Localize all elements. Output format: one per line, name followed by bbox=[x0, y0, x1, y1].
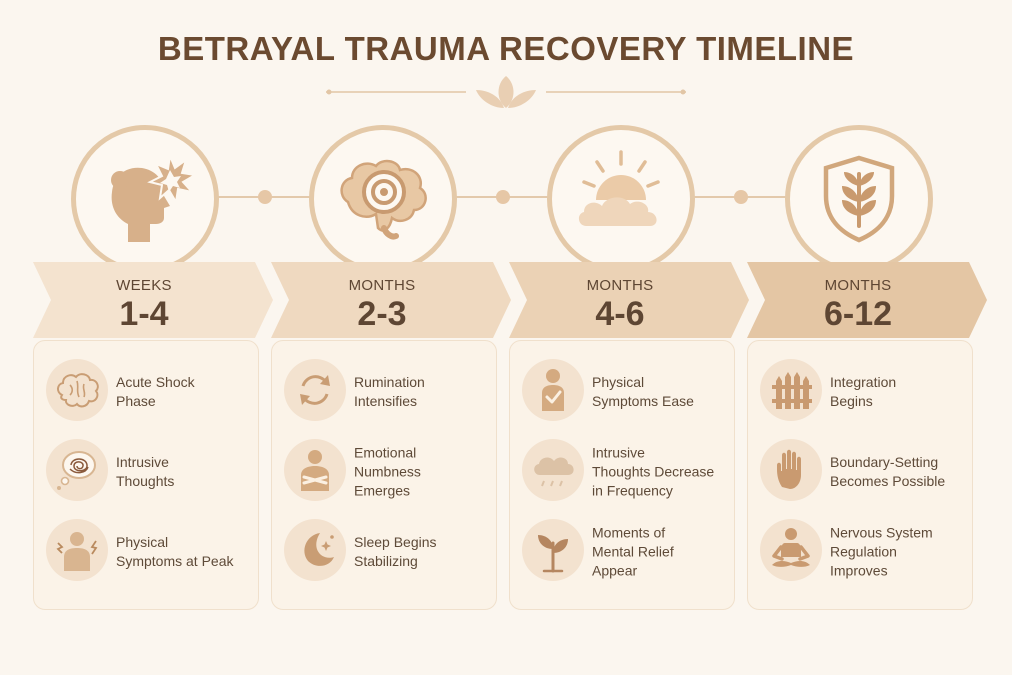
list-item: Intrusive Thoughts Decrease in Frequency bbox=[520, 437, 732, 507]
brain-icon bbox=[46, 359, 108, 421]
item-label: Intrusive Thoughts bbox=[116, 454, 175, 489]
list-item: Emotional Numbness Emerges bbox=[282, 437, 494, 507]
stage-unit: MONTHS bbox=[824, 277, 892, 294]
item-label: Physical Symptoms at Peak bbox=[116, 534, 234, 569]
leaf-ornament-divider bbox=[326, 76, 686, 108]
item-label: Moments of Mental Relief Appear bbox=[592, 524, 674, 579]
stage-2-card: Rumination Intensifies Emotional Numbnes… bbox=[271, 340, 497, 610]
stage-3-circle bbox=[547, 125, 695, 273]
moon-stars-icon bbox=[284, 519, 346, 581]
rain-cloud-icon bbox=[522, 439, 584, 501]
stage-2-circle bbox=[309, 125, 457, 273]
item-label: Nervous System Regulation Improves bbox=[830, 524, 933, 579]
timeline-node bbox=[734, 190, 748, 204]
page-title: BETRAYAL TRAUMA RECOVERY TIMELINE bbox=[157, 30, 855, 67]
list-item: Physical Symptoms Ease bbox=[520, 357, 732, 427]
banner-shape bbox=[509, 262, 749, 338]
stage-range: 2-3 bbox=[357, 295, 407, 333]
list-item: Nervous System Regulation Improves bbox=[758, 517, 970, 587]
list-item: Integration Begins bbox=[758, 357, 970, 427]
sun-cloud-icon bbox=[578, 150, 660, 226]
cycle-arrows-icon bbox=[284, 359, 346, 421]
list-item: Rumination Intensifies bbox=[282, 357, 494, 427]
hand-stop-icon bbox=[760, 439, 822, 501]
stage-unit: MONTHS bbox=[586, 277, 654, 294]
stage-1-circle bbox=[71, 125, 219, 273]
stage-3-card: Physical Symptoms Ease Intrusive Thought… bbox=[509, 340, 735, 610]
list-item: Acute Shock Phase bbox=[44, 357, 256, 427]
item-label: Sleep Begins Stabilizing bbox=[354, 534, 437, 569]
banner-shape bbox=[33, 262, 273, 338]
list-item: Physical Symptoms at Peak bbox=[44, 517, 256, 587]
list-item: Boundary-Setting Becomes Possible bbox=[758, 437, 970, 507]
item-label: Acute Shock Phase bbox=[116, 374, 195, 409]
list-item: Intrusive Thoughts bbox=[44, 437, 256, 507]
timeline-node bbox=[496, 190, 510, 204]
banner-shape bbox=[271, 262, 511, 338]
stage-1-banner: WEEKS 1-4 bbox=[33, 262, 273, 338]
person-check-icon bbox=[522, 359, 584, 421]
stage-range: 6-12 bbox=[823, 295, 893, 333]
stage-1-card: Acute Shock Phase Intrusive Thoughts Phy… bbox=[33, 340, 259, 610]
stage-range: 1-4 bbox=[119, 295, 169, 333]
stage-4-circle bbox=[785, 125, 933, 273]
stage-range: 4-6 bbox=[595, 295, 645, 333]
timeline-node bbox=[258, 190, 272, 204]
stage-4-banner: MONTHS 6-12 bbox=[747, 262, 987, 338]
crossed-arms-person-icon bbox=[284, 439, 346, 501]
thought-bubble-icon bbox=[46, 439, 108, 501]
fence-icon bbox=[760, 359, 822, 421]
stage-4-card: Integration Begins Boundary-Setting Beco… bbox=[747, 340, 973, 610]
meditation-icon bbox=[760, 519, 822, 581]
stage-unit: MONTHS bbox=[348, 277, 416, 294]
item-label: Integration Begins bbox=[830, 374, 897, 409]
stage-2-banner: MONTHS 2-3 bbox=[271, 262, 511, 338]
brain-target-icon bbox=[340, 159, 427, 240]
sprout-icon bbox=[522, 519, 584, 581]
item-label: Emotional Numbness Emerges bbox=[354, 444, 421, 499]
item-label: Physical Symptoms Ease bbox=[592, 374, 694, 409]
item-label: Boundary-Setting Becomes Possible bbox=[830, 454, 946, 489]
list-item: Moments of Mental Relief Appear bbox=[520, 517, 732, 587]
shield-leaf-icon bbox=[823, 155, 895, 243]
stage-unit: WEEKS bbox=[116, 277, 172, 294]
item-label: Rumination Intensifies bbox=[354, 374, 425, 409]
head-shock-icon bbox=[111, 152, 198, 242]
banner-shape bbox=[747, 262, 987, 338]
stage-3-banner: MONTHS 4-6 bbox=[509, 262, 749, 338]
item-label: Intrusive Thoughts Decrease in Frequency bbox=[592, 444, 715, 499]
body-pain-icon bbox=[46, 519, 108, 581]
list-item: Sleep Begins Stabilizing bbox=[282, 517, 494, 587]
